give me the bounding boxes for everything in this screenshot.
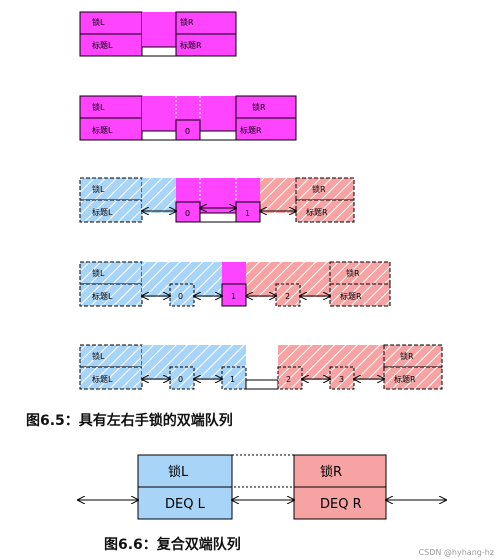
lock-left-label: 锁L — [92, 268, 105, 278]
sentinel-right-box — [235, 117, 297, 141]
deq-left-label: DEQ L — [165, 497, 206, 512]
sentinel-left-label: 标题L — [92, 207, 113, 217]
left-middle-block — [142, 178, 176, 213]
deq-right-box — [293, 486, 387, 520]
sentinel-right-box — [175, 33, 237, 57]
deq-left-box — [137, 486, 233, 520]
lock-left-label: 锁L — [92, 184, 105, 194]
lock-left-box — [79, 177, 143, 201]
node-2-label: 2 — [286, 375, 291, 384]
node-0-label: 0 — [178, 292, 183, 301]
node-0-label: 0 — [178, 375, 183, 384]
node-3-label: 3 — [339, 375, 344, 384]
watermark: CSDN @hyhang-hz — [418, 548, 494, 557]
lock-right-label: 锁R — [346, 268, 360, 278]
empty-node — [199, 212, 237, 223]
right-middle-block — [260, 178, 296, 213]
lock-right-label: 锁R — [320, 464, 342, 480]
empty-node-right — [199, 130, 237, 141]
sentinel-left-label: 标题L — [92, 374, 113, 384]
deq-right-label: DEQ R — [320, 497, 362, 512]
gap-top — [231, 454, 295, 488]
figure-6-6-caption: 图6.6：复合双端队列 — [104, 537, 241, 553]
sentinel-left-label: 标题L — [92, 40, 113, 50]
lock-left-label: 锁L — [92, 351, 105, 361]
row-4-three-elements: 锁L 标题L 0 1 2 锁R 标题R — [79, 261, 391, 307]
lock-left-label: 锁L — [168, 464, 189, 480]
node-2-label: 2 — [285, 292, 290, 301]
lock-left-box — [79, 261, 143, 285]
center-middle-block — [222, 262, 246, 284]
row-2-one-element: 锁L 标题L 0 锁R 标题R — [79, 95, 297, 141]
lock-left-label: 锁L — [92, 17, 105, 27]
lock-right-label: 锁R — [312, 184, 326, 194]
node-1-label: 1 — [245, 209, 250, 218]
sentinel-right-label: 标题R — [180, 40, 202, 50]
node-1-label: 1 — [230, 375, 235, 384]
sentinel-left-label: 标题L — [92, 125, 113, 135]
lock-left-box — [79, 95, 143, 119]
lock-right-box — [235, 95, 297, 119]
sentinel-right-label: 标题R — [240, 125, 262, 135]
sentinel-right-label: 标题R — [340, 291, 362, 301]
empty-node — [245, 379, 279, 390]
lock-right-label: 锁R — [252, 102, 266, 112]
node-0-label: 0 — [185, 127, 190, 136]
lock-left-label: 锁L — [92, 102, 105, 112]
node-1-label: 1 — [231, 292, 236, 301]
figure-6-5-caption: 图6.5：具有左右手锁的双端队列 — [26, 413, 233, 429]
sentinel-right-box — [383, 366, 443, 390]
sentinel-right-label: 标题R — [306, 207, 328, 217]
compound-deque: 锁L DEQ L 锁R DEQ R — [78, 454, 446, 520]
node-0-label: 0 — [185, 209, 190, 218]
middle-block — [142, 12, 176, 47]
sentinel-right-box — [295, 199, 355, 223]
row-5-four-elements: 锁L 标题L 0 1 2 3 锁R 标题R — [79, 344, 443, 390]
node-0 — [175, 119, 201, 141]
lock-right-label: 锁R — [400, 351, 414, 361]
lock-left-box — [79, 11, 143, 35]
row-3-two-elements: 锁L 标题L 0 1 锁R 标题R — [79, 177, 355, 223]
empty-node — [141, 46, 177, 57]
row-1-empty-deque: 锁L 标题L 锁R 标题R — [79, 11, 237, 57]
sentinel-left-label: 标题L — [92, 291, 113, 301]
sentinel-right-label: 标题R — [394, 374, 416, 384]
empty-node-left — [141, 130, 177, 141]
lock-right-box — [329, 261, 391, 285]
lock-left-box — [79, 344, 143, 368]
lock-right-label: 锁R — [180, 17, 194, 27]
